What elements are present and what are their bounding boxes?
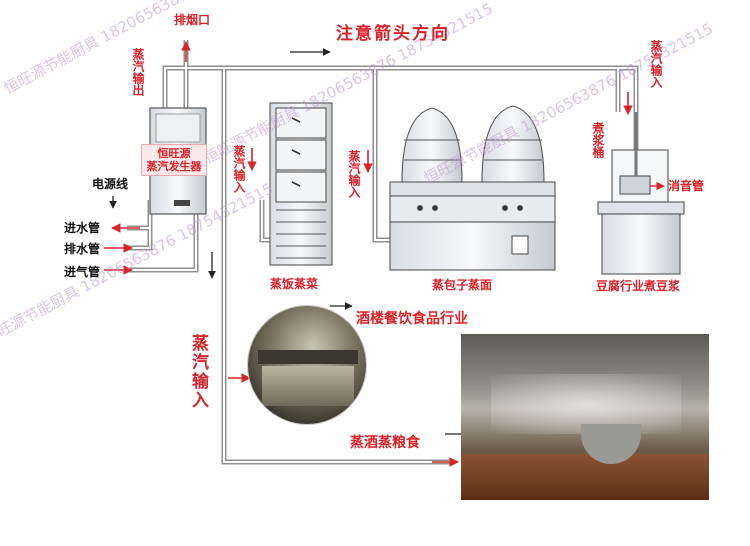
muffler-label: 消音管 — [668, 179, 705, 193]
soy-milk-station — [597, 112, 685, 275]
liquor-caption: 蒸酒蒸粮食 — [350, 435, 420, 451]
water-inlet-label: 进水管 — [64, 221, 101, 235]
generator-label: 恒旺源 蒸汽发生器 — [141, 144, 207, 176]
tofu-caption: 豆腐行业煮豆浆 — [596, 279, 681, 293]
diagram-title: 注意箭头方向 — [336, 24, 450, 44]
steam-cabinet — [269, 102, 333, 266]
drain-label: 排水管 — [64, 242, 101, 256]
cabinet-steam-input-label: 蒸汽输入 — [232, 145, 246, 193]
bun-steamer-stove — [389, 105, 556, 271]
restaurant-caption: 酒楼餐饮食品行业 — [356, 311, 468, 327]
tofu-steam-input-label: 蒸汽输入 — [649, 40, 663, 88]
bun-steaming-caption: 蒸包子蒸面 — [432, 278, 493, 292]
main-steam-input-label: 蒸汽输入 — [188, 334, 208, 410]
chimney-label: 排烟口 — [174, 13, 211, 27]
flow-arrows — [104, 41, 633, 467]
power-line-label: 电源线 — [92, 177, 129, 191]
gas-inlet-label: 进气管 — [64, 265, 101, 279]
steam-output-label: 蒸汽输出 — [131, 48, 145, 96]
soy-bucket-label: 煮浆桶 — [591, 122, 605, 158]
bun-steam-input-label: 蒸汽输入 — [347, 150, 361, 198]
distillery-photo — [461, 334, 709, 500]
restaurant-photo — [248, 306, 366, 424]
rice-steaming-caption: 蒸饭蒸菜 — [270, 277, 319, 291]
